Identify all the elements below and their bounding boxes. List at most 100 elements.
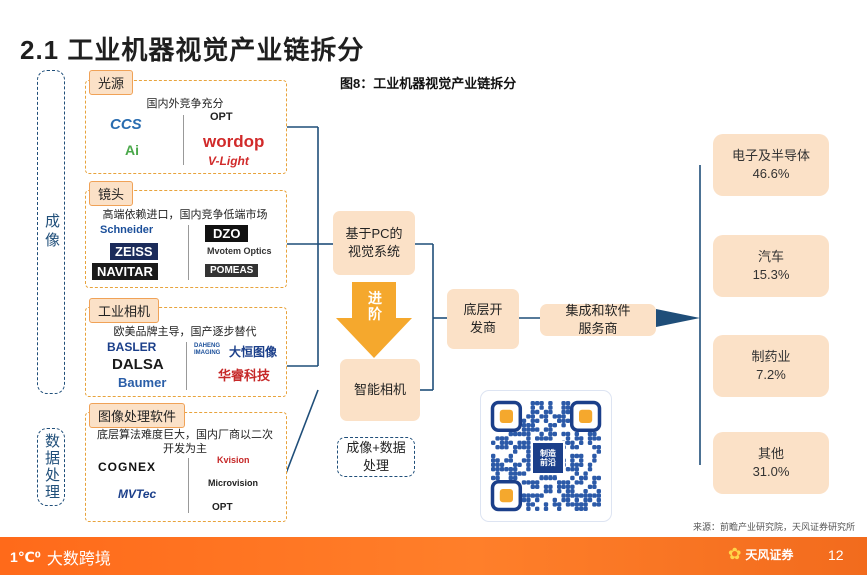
qr-module: [526, 449, 531, 454]
logo-ai: Ai: [125, 142, 139, 158]
qr-module: [508, 440, 513, 445]
qr-module: [592, 493, 597, 498]
qr-module: [565, 405, 571, 410]
qr-module: [592, 453, 597, 459]
qr-module: [535, 409, 540, 415]
advance-label: 进阶: [368, 290, 382, 322]
qr-module: [508, 471, 513, 476]
qr-module: [535, 480, 540, 485]
qr-module: [543, 502, 549, 507]
logo-navitar: NAVITAR: [92, 263, 158, 280]
qr-module: [513, 471, 518, 476]
market-auto: 汽车 15.3%: [713, 235, 829, 297]
qr-module: [539, 475, 544, 481]
qr-module: [561, 409, 566, 415]
qr-module: [535, 427, 540, 432]
qr-module: [499, 462, 505, 467]
qr-module: [565, 489, 571, 494]
qr-module: [587, 484, 593, 489]
qr-module: [552, 502, 557, 507]
imaging-plus-data-text: 成像+数据处理: [346, 440, 406, 473]
qr-module: [596, 489, 601, 494]
separator: [183, 115, 184, 165]
tag-light: 光源: [89, 70, 134, 95]
qr-module: [565, 436, 571, 441]
logo-dzo: DZO: [205, 225, 249, 242]
qr-module: [535, 401, 540, 406]
qr-finder: [490, 400, 523, 433]
qr-module: [579, 440, 584, 445]
qr-module: [548, 427, 553, 432]
logo-microvision: Microvision: [208, 478, 259, 488]
qr-module: [574, 506, 579, 511]
qr-module: [548, 401, 553, 406]
qr-module: [504, 467, 509, 472]
qr-module: [592, 436, 597, 441]
separator: [188, 458, 189, 513]
qr-center-logo: 制造前沿: [531, 441, 565, 475]
qr-module: [521, 497, 527, 503]
qr-module: [530, 493, 535, 498]
qr-module: [592, 431, 597, 437]
qr-module: [574, 462, 579, 467]
figure-title: 图8：工业机器视觉产业链拆分: [340, 76, 517, 91]
qr-module: [521, 440, 527, 445]
qr-module: [499, 445, 505, 450]
qr-module: [596, 475, 601, 481]
qr-module: [530, 423, 535, 428]
qr-module: [565, 401, 571, 406]
logo-mvtec: MVTec: [118, 487, 157, 501]
qr-module: [491, 467, 496, 472]
qr-finder-center: [499, 409, 513, 423]
qr-module: [574, 436, 579, 441]
qr-module: [535, 506, 540, 511]
qr-module: [565, 493, 571, 498]
qr-module: [552, 414, 557, 419]
qr-module: [579, 462, 584, 467]
qr-module: [596, 445, 601, 450]
qr-module: [530, 418, 535, 423]
qr-module: [521, 427, 527, 432]
qr-module: [570, 484, 575, 489]
logo-dalsa: DALSA: [112, 356, 164, 373]
qr-module: [561, 493, 566, 498]
qr-module: [526, 506, 531, 511]
qr-module: [587, 467, 593, 472]
logo-ccs: CCS: [110, 116, 142, 133]
logo-zeiss: ZEISS: [110, 243, 158, 260]
qr-module: [495, 458, 500, 463]
qr-code[interactable]: 制造前沿: [481, 391, 611, 521]
qr-module: [535, 436, 540, 441]
qr-module: [548, 431, 553, 437]
qr-module: [526, 431, 531, 437]
qr-module: [565, 418, 571, 423]
market-electronics: 电子及半导体 46.6%: [713, 134, 829, 196]
qr-module: [526, 453, 531, 459]
qr-module: [583, 497, 588, 503]
qr-module: [539, 436, 544, 441]
qr-module: [543, 414, 549, 419]
qr-module: [543, 489, 549, 494]
qr-module: [499, 467, 505, 472]
qr-module: [583, 475, 588, 481]
qr-module: [579, 458, 584, 463]
qr-module: [521, 418, 527, 423]
qr-module: [521, 423, 527, 428]
qr-module: [526, 423, 531, 428]
qr-module: [548, 475, 553, 481]
qr-module: [565, 484, 571, 489]
box-platform-text: 底层开发商: [463, 302, 503, 335]
qr-module: [495, 475, 500, 481]
qr-module: [530, 484, 535, 489]
qr-module: [596, 497, 601, 503]
qr-module: [548, 489, 553, 494]
qr-module: [504, 436, 509, 441]
qr-module: [526, 445, 531, 450]
qr-module: [579, 475, 584, 481]
qr-module: [587, 462, 593, 467]
qr-module: [557, 414, 562, 419]
desc-lens: 高端依赖进口，国内竞争低端市场: [102, 209, 268, 221]
group-light: [85, 80, 287, 174]
qr-module: [543, 436, 549, 441]
